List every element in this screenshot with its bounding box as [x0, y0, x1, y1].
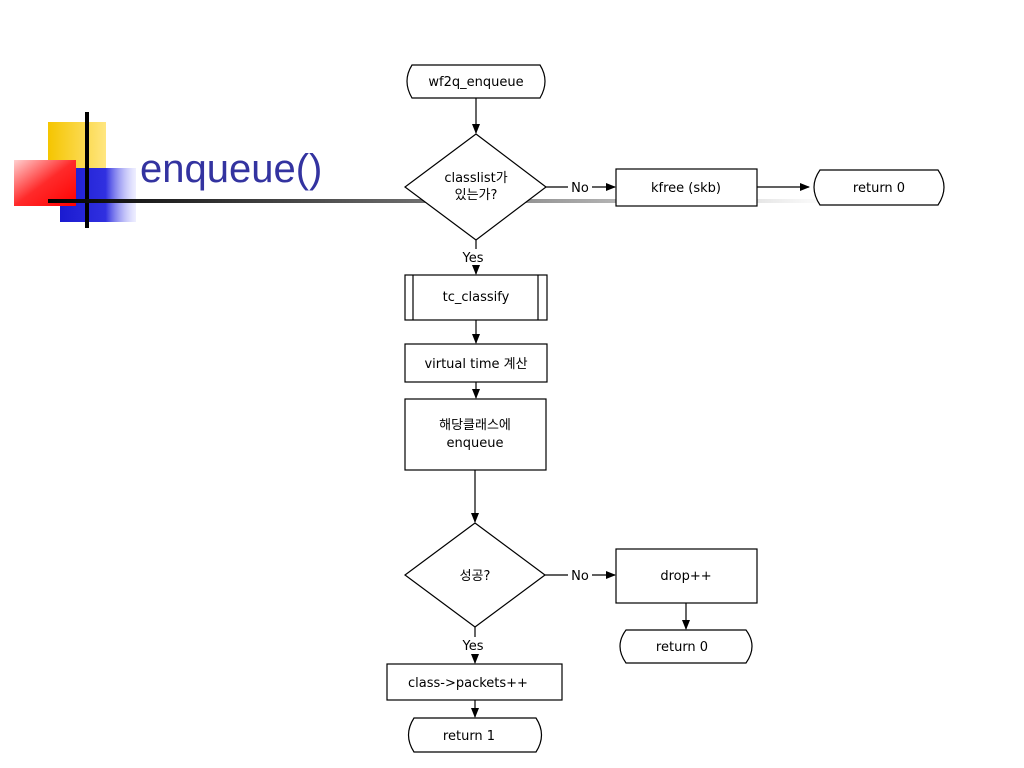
return1-terminator	[407, 717, 543, 753]
packets-box	[386, 663, 563, 701]
return1-label: return 1	[443, 729, 495, 744]
vtime-box	[404, 343, 548, 383]
start-label: wf2q_enqueue	[428, 75, 523, 90]
return0-bottom-label: return 0	[656, 640, 708, 655]
red-square	[14, 160, 76, 206]
edge-no1-label: No	[571, 181, 589, 196]
vtime-label: virtual time 계산	[424, 357, 527, 372]
vertical-rule	[85, 112, 89, 228]
return0-top-terminator	[813, 169, 945, 206]
enqueue-class-label-line1: 해당클래스에	[439, 418, 511, 433]
decision1-label-line2: 있는가?	[455, 188, 498, 203]
start-terminator	[406, 64, 546, 99]
decision1-diamond	[403, 133, 547, 241]
enqueue-class-box	[404, 398, 547, 471]
slide-title: enqueue()	[140, 147, 323, 191]
edge-no2-label: No	[571, 569, 589, 584]
decision1-label-line1: classlist가	[444, 171, 507, 186]
tc-classify-box	[404, 274, 548, 321]
edge-yes1-label: Yes	[462, 251, 484, 266]
edge-yes2-label: Yes	[462, 639, 484, 654]
enqueue-class-label-line2: enqueue	[447, 436, 504, 451]
packets-label: class->packets++	[408, 676, 528, 691]
return0-top-label: return 0	[853, 181, 905, 196]
drop-label: drop++	[660, 569, 711, 584]
decision2-label: 성공?	[460, 569, 491, 584]
tc-classify-label: tc_classify	[443, 290, 510, 305]
kfree-label: kfree (skb)	[651, 181, 721, 196]
drop-box	[615, 548, 758, 604]
return0-bottom-terminator	[619, 629, 753, 664]
